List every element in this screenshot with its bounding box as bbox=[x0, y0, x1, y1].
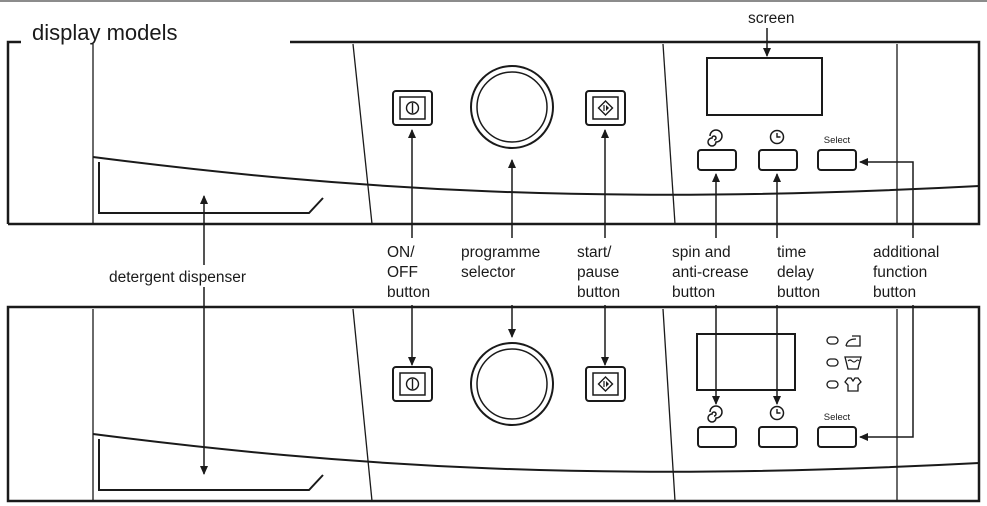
label-additional-function: additional function button bbox=[873, 244, 944, 301]
start-pause-icon bbox=[597, 376, 614, 392]
display-screen-bottom bbox=[696, 333, 796, 391]
label-screen: screen bbox=[748, 10, 795, 27]
display-screen bbox=[706, 57, 823, 116]
select-label-bottom: Select bbox=[824, 412, 851, 423]
top-panel: Select bbox=[6, 40, 981, 226]
time-delay-button-bottom[interactable] bbox=[758, 426, 798, 448]
select-label: Select bbox=[824, 135, 851, 146]
detergent-drawer[interactable] bbox=[98, 162, 324, 214]
on-off-button[interactable] bbox=[392, 90, 433, 126]
label-time-delay: time delay button bbox=[777, 244, 820, 301]
clock-icon bbox=[769, 405, 785, 421]
section-title: display models bbox=[32, 20, 178, 45]
start-pause-button[interactable] bbox=[585, 90, 626, 126]
wash-tub-icon bbox=[844, 356, 862, 370]
start-pause-button-bottom[interactable] bbox=[585, 366, 626, 402]
additional-function-button-bottom[interactable] bbox=[817, 426, 857, 448]
spin-icon bbox=[707, 129, 723, 147]
spin-icon bbox=[707, 405, 723, 423]
power-icon bbox=[405, 377, 420, 391]
detergent-drawer-bottom[interactable] bbox=[98, 439, 324, 491]
programme-selector-knob[interactable] bbox=[470, 65, 554, 149]
spin-anti-crease-button[interactable] bbox=[697, 149, 737, 171]
callout-arrows bbox=[200, 28, 914, 475]
label-detergent-dispenser: detergent dispenser bbox=[109, 269, 246, 286]
programme-selector-knob-bottom[interactable] bbox=[470, 342, 554, 426]
label-spin-anti-crease: spin and anti-crease button bbox=[672, 244, 753, 301]
shirt-icon bbox=[844, 377, 862, 392]
spin-anti-crease-button-bottom[interactable] bbox=[697, 426, 737, 448]
label-on-off: ON/ OFF button bbox=[387, 244, 430, 301]
label-start-pause: start/ pause button bbox=[577, 244, 624, 301]
iron-icon bbox=[845, 335, 861, 347]
clock-icon bbox=[769, 129, 785, 145]
additional-function-button[interactable] bbox=[817, 149, 857, 171]
time-delay-button[interactable] bbox=[758, 149, 798, 171]
bottom-panel: Select bbox=[6, 305, 981, 503]
start-pause-icon bbox=[597, 100, 614, 116]
option-indicators bbox=[826, 335, 862, 392]
label-programme-selector: programme selector bbox=[461, 244, 545, 281]
power-icon bbox=[405, 101, 420, 115]
on-off-button-bottom[interactable] bbox=[392, 366, 433, 402]
